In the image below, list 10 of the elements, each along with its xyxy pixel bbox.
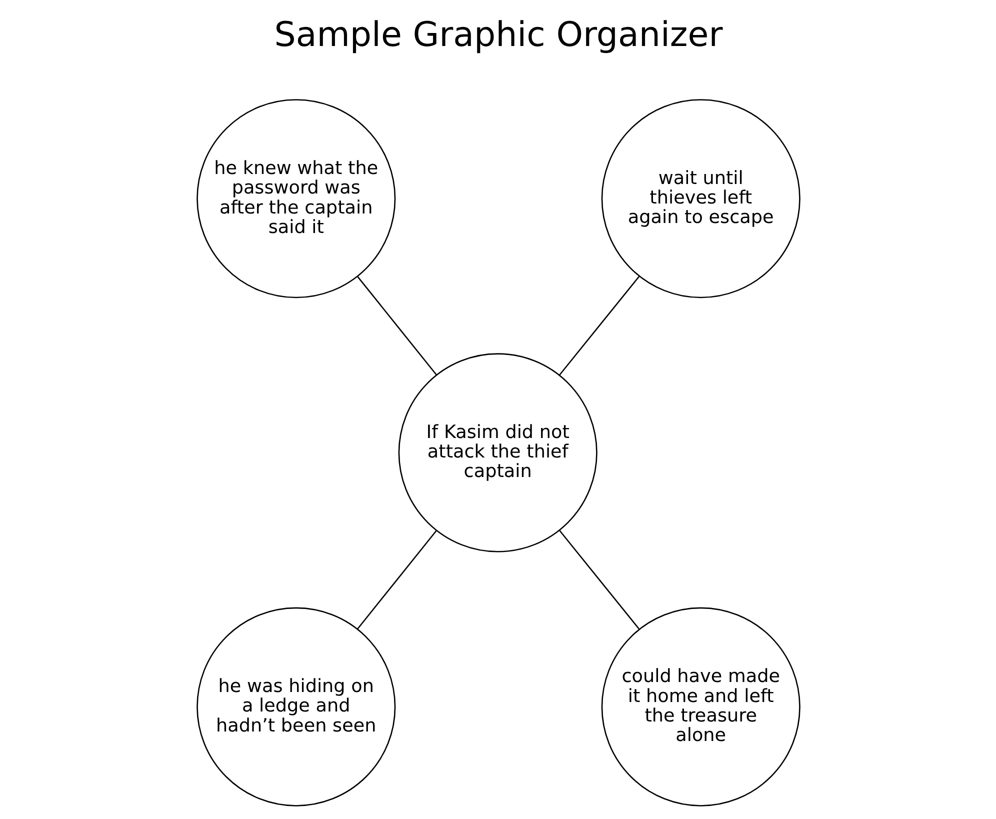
connector [356,530,437,630]
node-circle: could have made it home and left the treasure alone [600,607,800,806]
node-circle: wait until thieves left again to escape [600,99,800,298]
node-circle: he was hiding on a ledge and hadn’t been seen [196,607,396,806]
connector [356,276,436,376]
connector [558,276,640,376]
connector [558,530,640,630]
node-circle: If Kasim did not attack the thief captain [398,353,597,552]
diagram-title: Sample Graphic Organizer [274,14,722,55]
node-circle: he knew what the password was after the captain said it [196,99,396,298]
